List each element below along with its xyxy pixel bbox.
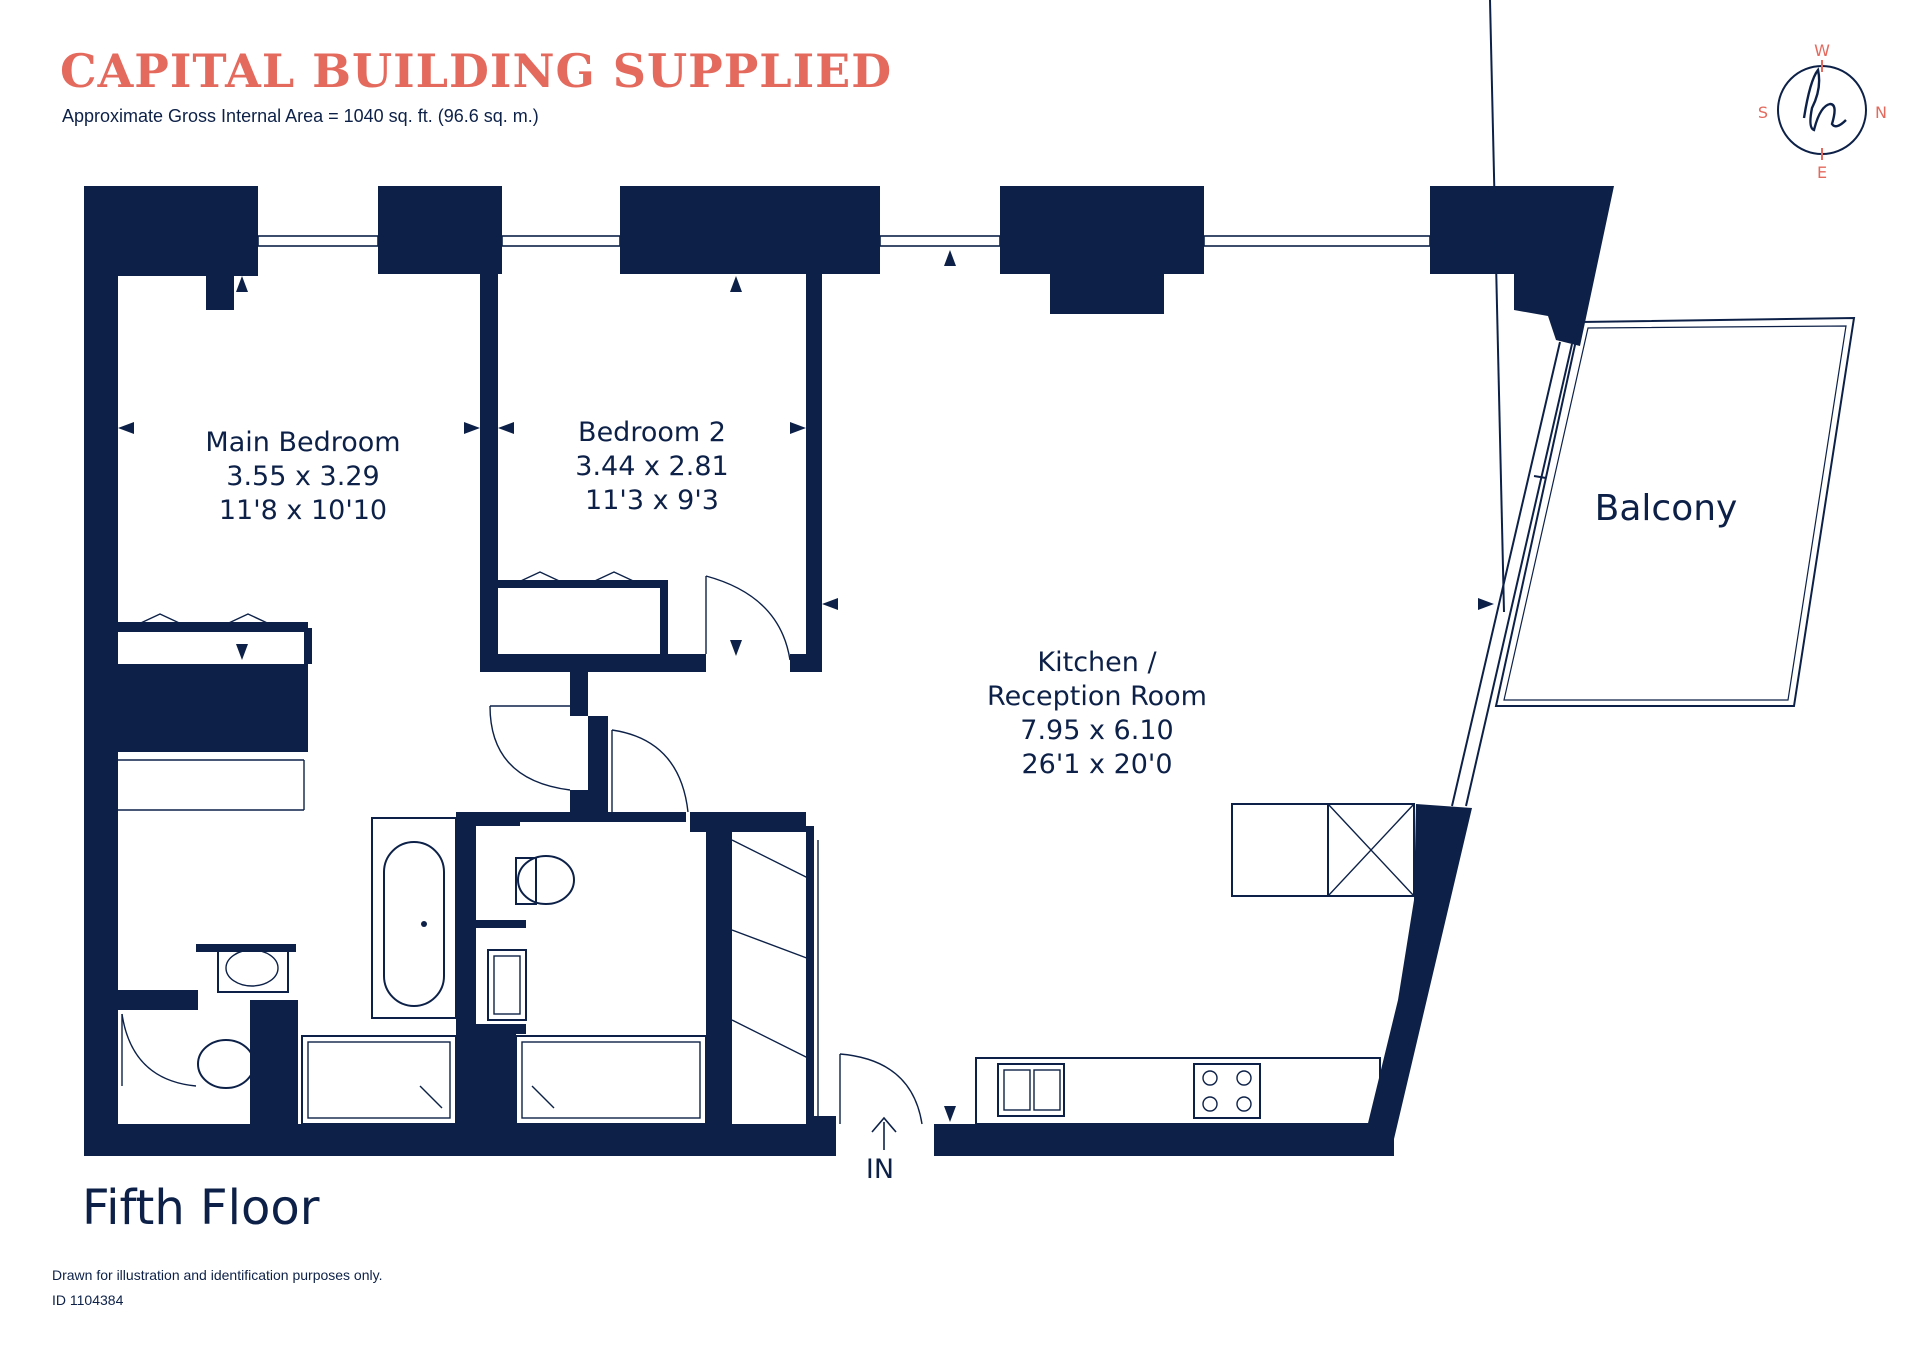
- basin-2-icon: [487, 949, 527, 1021]
- bedroom-2-imperial: 11'3 x 9'3: [585, 485, 719, 516]
- bedroom-2-metric: 3.44 x 2.81: [575, 451, 728, 482]
- bedroom-2-name: Bedroom 2: [578, 417, 726, 448]
- wardrobe-main-bedroom: [118, 613, 305, 811]
- measurement-markers: [118, 250, 1494, 1122]
- compass-s-label: S: [1758, 103, 1768, 122]
- main-bedroom-name: Main Bedroom: [205, 427, 400, 458]
- plan-id: ID 1104384: [52, 1292, 124, 1308]
- balcony-outline: [1494, 316, 1856, 707]
- shower-icon: [301, 1035, 457, 1125]
- hob-icon: [1193, 1063, 1261, 1119]
- toilet-icon: [197, 1033, 277, 1099]
- basin-icon: [217, 945, 289, 993]
- floor-label: Fifth Floor: [82, 1180, 320, 1236]
- toilet-2-icon: [515, 855, 575, 905]
- kitchen-name-1: Kitchen /: [1037, 647, 1157, 678]
- gross-area-text: Approximate Gross Internal Area = 1040 s…: [62, 106, 539, 126]
- kitchen-imperial: 26'1 x 20'0: [1021, 749, 1172, 780]
- main-bedroom-label: Main Bedroom 3.55 x 3.29 11'8 x 10'10: [205, 427, 400, 526]
- wardrobe-bedroom-2: [509, 571, 645, 587]
- kitchen-metric: 7.95 x 6.10: [1020, 715, 1173, 746]
- bedroom-2-label: Bedroom 2 3.44 x 2.81 11'3 x 9'3: [575, 417, 728, 516]
- main-bedroom-metric: 3.55 x 3.29: [226, 461, 379, 492]
- disclaimer-text: Drawn for illustration and identificatio…: [52, 1267, 383, 1283]
- bathtub-icon: [371, 817, 457, 1019]
- compass-n-label: N: [1875, 103, 1887, 122]
- kitchen-label: Kitchen / Reception Room 7.95 x 6.10 26'…: [987, 647, 1207, 780]
- kitchen-unit: [1231, 803, 1415, 897]
- entrance-arrow-icon: [871, 1116, 897, 1150]
- balcony-label: Balcony: [1595, 488, 1738, 529]
- compass-icon: W E S N: [1758, 41, 1887, 182]
- hall-cupboard: [731, 839, 819, 1116]
- entrance-label: IN: [866, 1154, 894, 1185]
- compass-e-label: E: [1817, 163, 1827, 182]
- compass-w-label: W: [1814, 41, 1830, 60]
- walls: [84, 186, 1614, 1156]
- balcony-glazing: [1451, 0, 1573, 807]
- shower-2-icon: [515, 1035, 707, 1125]
- kitchen-name-2: Reception Room: [987, 681, 1207, 712]
- main-bedroom-imperial: 11'8 x 10'10: [219, 495, 387, 526]
- doors: [121, 575, 923, 1125]
- kitchen-counter: [975, 1057, 1381, 1125]
- logo-h-icon: [1802, 67, 1847, 132]
- plan-title: CAPITAL BUILDING SUPPLIED: [60, 44, 893, 98]
